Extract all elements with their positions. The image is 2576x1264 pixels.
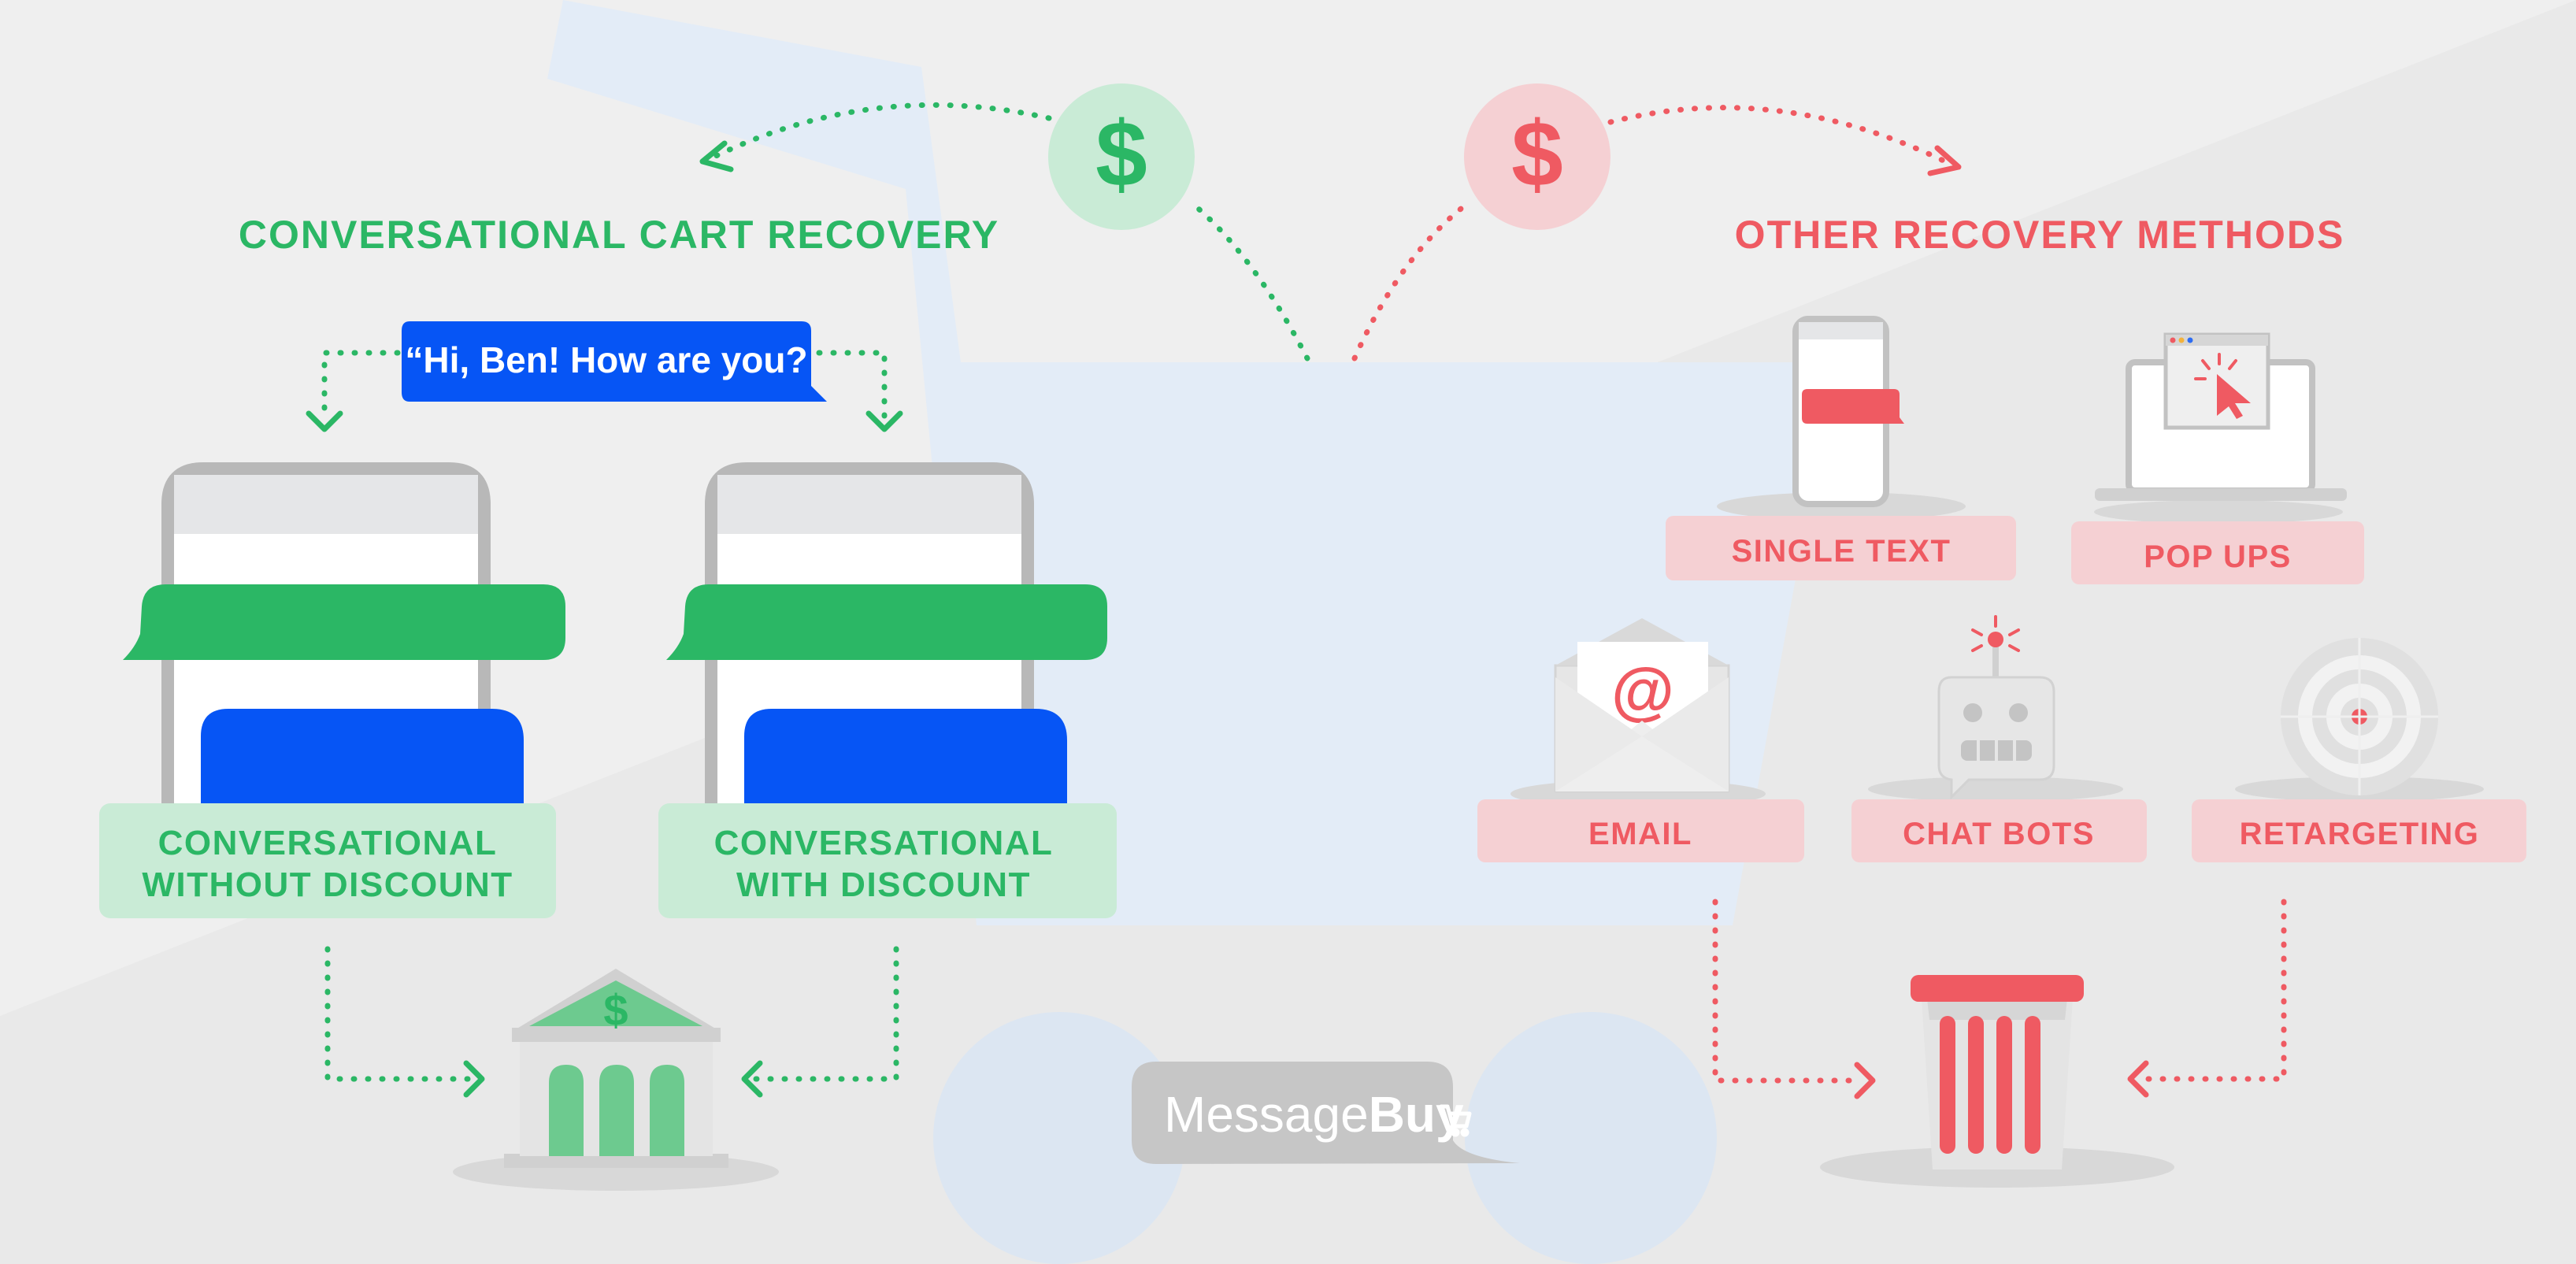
bank-dollar-symbol: $ — [603, 985, 628, 1035]
method-label: POP UPS — [2144, 539, 2292, 574]
red-coin-icon: $ — [1464, 83, 1610, 230]
method-label: CHAT BOTS — [1903, 817, 2095, 851]
card-line2: WITH DISCOUNT — [736, 866, 1031, 904]
bank-icon: $ — [453, 969, 779, 1191]
phone-icon — [1717, 316, 1966, 521]
red-coin-to-right-title-arrow — [1607, 105, 1956, 169]
left-section-title: CONVERSATIONAL CART RECOVERY — [239, 213, 999, 257]
card-line1: CONVERSATIONAL — [714, 824, 1054, 862]
arrowhead-right-title — [1927, 145, 1962, 176]
greeting-text: “Hi, Ben! How are you? — [405, 339, 807, 380]
arrowhead-card2 — [865, 410, 903, 432]
cart-watermark-icon — [547, 0, 1835, 1264]
email-to-trash-arrow — [1712, 899, 1866, 1084]
blue-message-bubble — [201, 709, 524, 811]
green-coin-icon: $ — [1048, 83, 1195, 230]
arrowhead-trash-left — [1854, 1062, 1876, 1099]
card2-to-bank-arrow — [753, 946, 899, 1082]
phone-mockup-with-discount — [666, 462, 1107, 817]
right-section-title: OTHER RECOVERY METHODS — [1735, 213, 2345, 257]
method-label: RETARGETING — [2240, 817, 2480, 851]
method-chat-bots: CHAT BOTS — [1851, 799, 2147, 862]
method-email: EMAIL — [1477, 799, 1804, 862]
cart-to-red-coin-arrow — [1351, 198, 1474, 361]
arrowhead-left-title — [699, 140, 734, 172]
method-single-text: SINGLE TEXT — [1666, 516, 2016, 580]
brand-name: MessageBuy — [1164, 1086, 1464, 1143]
card-conversational-with-discount: CONVERSATIONAL WITH DISCOUNT — [658, 803, 1117, 918]
laptop-popup-icon — [2094, 332, 2347, 524]
card1-to-bank-arrow — [324, 946, 476, 1082]
arrowhead-bank-left — [463, 1060, 485, 1098]
bubble-to-card1-arrow — [321, 350, 401, 421]
method-label: EMAIL — [1588, 817, 1692, 851]
target-icon — [2235, 638, 2484, 802]
email-at-symbol: @ — [1611, 655, 1674, 727]
email-icon: @ — [1510, 618, 1766, 808]
retargeting-to-trash-arrow — [2139, 899, 2287, 1082]
trash-can-icon — [1820, 975, 2174, 1188]
cart-icon — [1439, 1104, 1472, 1137]
method-pop-ups: POP UPS — [2071, 521, 2364, 584]
greeting-speech-bubble: “Hi, Ben! How are you? — [402, 321, 827, 402]
brand-name-regular: Message — [1164, 1086, 1369, 1143]
method-retargeting: RETARGETING — [2192, 799, 2526, 862]
method-label: SINGLE TEXT — [1732, 534, 1951, 569]
green-message-bubble — [666, 584, 1107, 660]
arrowhead-trash-right — [2127, 1060, 2149, 1098]
brand-badge: MessageBuy — [1132, 1062, 1520, 1164]
card-line2: WITHOUT DISCOUNT — [142, 866, 513, 904]
blue-message-bubble — [744, 709, 1067, 811]
red-coin-symbol: $ — [1511, 102, 1563, 206]
green-message-bubble — [123, 584, 565, 660]
card-line1: CONVERSATIONAL — [158, 824, 498, 862]
arrowhead-card1 — [306, 410, 343, 432]
green-coin-to-left-title-arrow — [710, 102, 1052, 161]
card-conversational-without-discount: CONVERSATIONAL WITHOUT DISCOUNT — [99, 803, 556, 918]
robot-icon — [1868, 615, 2123, 802]
phone-mockup-without-discount — [123, 462, 565, 817]
arrowhead-bank-right — [741, 1060, 763, 1098]
green-coin-symbol: $ — [1095, 102, 1147, 206]
cart-to-green-coin-arrow — [1186, 198, 1310, 361]
